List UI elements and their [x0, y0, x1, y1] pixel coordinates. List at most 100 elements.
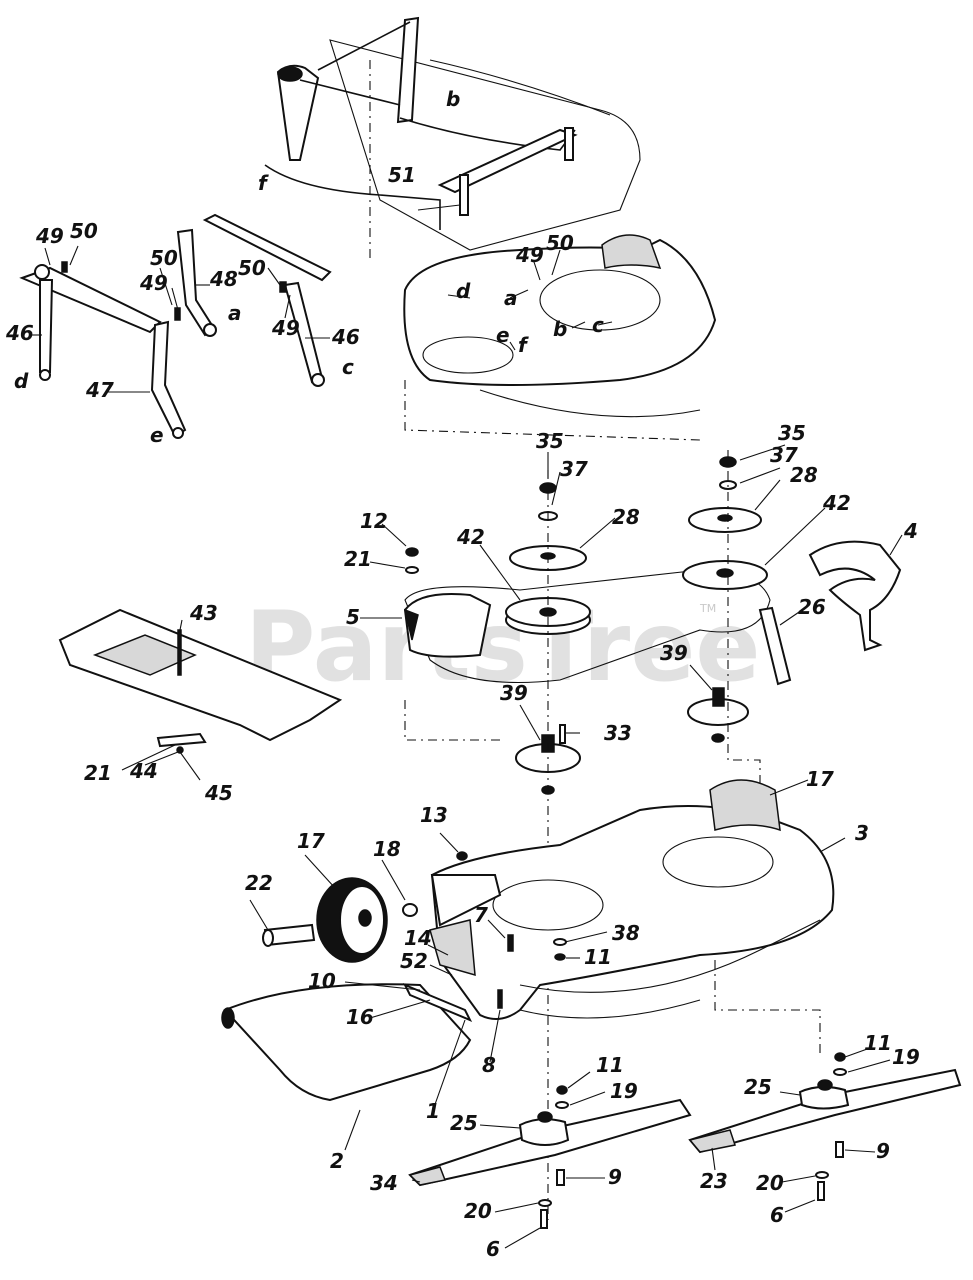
- label-50-a: 50: [70, 219, 98, 243]
- chute-2: [223, 983, 472, 1102]
- bolt-6-left: [540, 1209, 548, 1229]
- plate-grid: [92, 634, 197, 676]
- label-d-arm: d: [14, 369, 29, 393]
- tractor-housing-outline: [329, 39, 641, 251]
- spindle-39-right-bottom: [711, 733, 725, 743]
- rod-b: [399, 117, 576, 151]
- label-13: 13: [420, 803, 448, 827]
- label-43: 43: [189, 601, 218, 625]
- label-10: 10: [308, 969, 336, 993]
- arm-46-left-end: [39, 369, 51, 381]
- deck-lower-edge: [479, 389, 701, 418]
- lift-linkage-assembly: [264, 16, 641, 260]
- washer-44: [176, 746, 184, 754]
- label-a-deck: a: [504, 286, 518, 310]
- label-28-right: 28: [790, 463, 818, 487]
- bolt-9-right: [835, 1141, 844, 1158]
- belt-guard-4: [808, 540, 902, 652]
- washer-19-left: [555, 1101, 569, 1109]
- label-49-b: 49: [139, 271, 168, 295]
- label-17-front: 17: [297, 829, 325, 853]
- spindle-39-right-shaft: [712, 687, 725, 707]
- housing-edge: [429, 59, 611, 116]
- label-1: 1: [426, 1099, 440, 1123]
- bolt-9-left: [556, 1169, 565, 1186]
- label-19-left: 19: [610, 1079, 638, 1103]
- bracket-1: [459, 174, 469, 216]
- label-52: 52: [400, 949, 428, 973]
- label-48: 48: [209, 267, 238, 291]
- nut-13: [456, 851, 468, 861]
- deck-skirt-lower: [519, 999, 701, 1019]
- blade-adapter-hub-left: [537, 1111, 553, 1123]
- pin-10-16: [402, 983, 473, 1022]
- label-34: 34: [370, 1171, 398, 1195]
- label-3: 3: [855, 821, 869, 845]
- clip-49-50: [279, 281, 287, 293]
- label-14: 14: [404, 926, 432, 950]
- label-18: 18: [373, 837, 401, 861]
- label-6-right: 6: [770, 1203, 784, 1227]
- blade-23-tip: [688, 1129, 736, 1153]
- label-c-deck: c: [592, 313, 604, 337]
- link-bar-pin: [34, 264, 50, 280]
- washer-20-left: [538, 1199, 552, 1207]
- label-8: 8: [482, 1053, 496, 1077]
- front-wheel: [262, 877, 418, 963]
- deck-skirt: [519, 919, 821, 993]
- lift-arm-parts: [19, 213, 332, 439]
- bolt-33: [559, 724, 566, 744]
- spindle-hole-upper-left: [422, 336, 514, 374]
- nut-11-deck: [554, 953, 566, 961]
- label-42-left: 42: [456, 525, 485, 549]
- lift-arm-right: [396, 16, 420, 124]
- wheel-hub: [358, 909, 372, 927]
- label-42-right: 42: [822, 491, 851, 515]
- label-37-right: 37: [770, 443, 798, 467]
- label-38: 38: [612, 921, 640, 945]
- label-6-left: 6: [486, 1237, 500, 1261]
- cross-bar: [437, 128, 578, 194]
- label-49-d: 49: [515, 243, 544, 267]
- rod-51: [264, 164, 441, 230]
- label-37-left: 37: [560, 457, 588, 481]
- arm-46-left: [39, 279, 54, 373]
- label-39-left: 39: [500, 681, 528, 705]
- label-11-deck: 11: [584, 945, 612, 969]
- label-f-deck: f: [518, 333, 529, 357]
- bracket-5-dark: [403, 608, 419, 641]
- label-35-right: 35: [778, 421, 806, 445]
- centerline-right-blade: [714, 960, 821, 1055]
- label-5: 5: [346, 605, 360, 629]
- idler-bracket-5: [403, 593, 492, 658]
- label-9-right: 9: [876, 1139, 890, 1163]
- pulley-28-right-hub: [717, 514, 733, 522]
- cross-link: [317, 21, 411, 71]
- label-33: 33: [604, 721, 632, 745]
- blade-assembly-left: [408, 1085, 692, 1229]
- blade-adapter-25-left: [518, 1118, 570, 1146]
- label-f-top: f: [258, 171, 269, 195]
- washer-20-right: [815, 1171, 829, 1179]
- label-9-left: 9: [608, 1165, 622, 1189]
- blade-adapter-25-right: [798, 1086, 850, 1110]
- label-7: 7: [474, 903, 488, 927]
- blade-34-tip: [408, 1166, 447, 1186]
- label-49-a: 49: [35, 224, 64, 248]
- label-39-right: 39: [660, 641, 688, 665]
- link-bar-right: [202, 213, 332, 282]
- arm-46-right-end: [311, 373, 325, 387]
- wheel-17-rear: [709, 779, 781, 832]
- deck-upper: [403, 238, 717, 386]
- label-45: 45: [204, 781, 233, 805]
- label-46-left: 46: [5, 321, 34, 345]
- label-22: 22: [245, 871, 273, 895]
- label-16: 16: [346, 1005, 374, 1029]
- blade-assembly-right: [688, 1052, 962, 1201]
- label-b-deck: b: [553, 317, 567, 341]
- label-20-right: 20: [756, 1171, 784, 1195]
- label-11-left: 11: [596, 1053, 624, 1077]
- belt-guide-26: [758, 606, 792, 686]
- label-2: 2: [330, 1149, 344, 1173]
